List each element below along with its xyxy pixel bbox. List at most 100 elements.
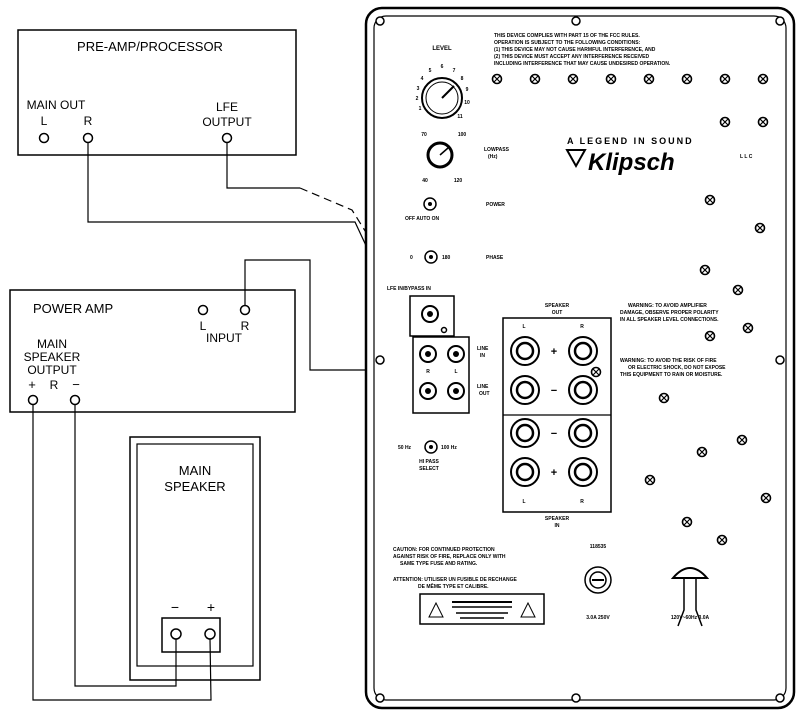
caution-line-3: SAME TYPE FUSE AND RATING.: [400, 561, 478, 567]
screw-slot: [759, 75, 767, 83]
screw-slot: [738, 436, 746, 444]
fcc-line-2: OPERATION IS SUBJECT TO THE FOLLOWING CO…: [494, 40, 641, 46]
preamp-box: [17, 29, 297, 156]
level-dial-5: 5: [429, 68, 432, 74]
speaker-in-r-plus-nut: [573, 462, 593, 482]
preamp-main-out-label: MAIN OUT: [27, 98, 86, 112]
power-amp-l-label: L: [200, 319, 207, 333]
speaker-in-l-minus-nut: [515, 423, 535, 443]
fcc-line-4: (2) THIS DEVICE MUST ACCEPT ANY INTERFER…: [494, 54, 649, 60]
speaker-out-l-minus-post: [510, 375, 540, 405]
preamp-lfe-output-jack: [221, 132, 233, 144]
warning-2-line-2: OR ELECTRIC SHOCK, DO NOT EXPOSE: [628, 365, 726, 371]
mount-hole-top: [571, 16, 581, 26]
wire-lfe-output-solid: [226, 143, 300, 189]
wire-amp-plus-to-speaker-plus: [32, 405, 212, 701]
fuse-rating: 3.0A 250V: [586, 615, 610, 621]
brand-name: Klipsch: [588, 149, 675, 176]
phase-label: PHASE: [486, 255, 504, 261]
model-number: 118535: [590, 544, 607, 550]
lfe-in-jack-pin: [427, 311, 433, 317]
speaker-out-l-plus-nut: [515, 341, 535, 361]
screw-slot: [759, 118, 767, 126]
speaker-in-l-plus-post: [510, 457, 540, 487]
power-amp-r-mid-label: R: [50, 378, 59, 392]
power-amp-output-plus-jack: [27, 394, 39, 406]
wire-amp-minus-to-speaker-minus: [74, 405, 177, 687]
power-modes-label: OFF AUTO ON: [405, 216, 440, 222]
speaker-out-r-minus-nut: [573, 380, 593, 400]
speaker-out-terminals: [510, 336, 598, 405]
screw-slot: [721, 118, 729, 126]
power-amp-output-label-2: SPEAKER: [24, 350, 81, 364]
main-speaker-title-2: SPEAKER: [164, 479, 225, 494]
speaker-in-r-plus-post: [568, 457, 598, 487]
line-out-label-2: OUT: [479, 391, 490, 397]
screw-slot: [607, 75, 615, 83]
power-amp-output-minus-jack: [69, 394, 81, 406]
power-amp-minus-label: −: [72, 377, 80, 392]
screw-slot: [701, 266, 709, 274]
line-in-l-pin: [453, 351, 459, 357]
speaker-in-l-label: L: [522, 499, 525, 505]
screw-slot: [531, 75, 539, 83]
preamp-l-label: L: [41, 114, 48, 128]
power-amp-input-label: INPUT: [206, 331, 243, 345]
level-dial-3: 3: [417, 86, 420, 92]
lfe-in-screw: [440, 326, 448, 334]
fcc-line-1: THIS DEVICE COMPLIES WITH PART 15 OF THE…: [494, 33, 640, 39]
caution-triangle-icon: [428, 601, 444, 618]
power-amp-output-label-3: OUTPUT: [27, 363, 77, 377]
mount-hole-bottom: [571, 693, 581, 703]
mount-hole-left: [375, 355, 385, 365]
lowpass-120: 120: [454, 178, 463, 184]
line-out-label-1: LINE: [477, 384, 489, 390]
level-dial-10: 10: [464, 100, 470, 106]
level-knob-pointer: [441, 85, 455, 99]
power-amp-input-l-jack: [197, 304, 209, 316]
line-in-label-1: LINE: [477, 346, 489, 352]
speaker-in-r-label: R: [580, 499, 584, 505]
main-speaker-inner-panel: [136, 443, 254, 667]
screw-slot: [706, 332, 714, 340]
screw-slot: [493, 75, 501, 83]
screw-slot: [706, 196, 714, 204]
preamp-lfe-output-label: OUTPUT: [202, 115, 252, 129]
screw-slot: [718, 536, 726, 544]
wire-line-out-to-power-amp-input: [244, 259, 416, 371]
brand-tagline: A LEGEND IN SOUND: [567, 136, 694, 146]
fuse-holder-cap: [589, 571, 607, 589]
warning-2-line-3: THIS EQUIPMENT TO RAIN OR MOISTURE.: [620, 372, 723, 378]
phase-180-label: 180: [442, 255, 451, 261]
speaker-out-l-minus-nut: [515, 380, 535, 400]
brand-llc: L L C: [740, 154, 753, 160]
line-out-l-pin: [453, 388, 459, 394]
speaker-in-label-1: SPEAKER: [545, 516, 570, 522]
mount-hole-right: [775, 355, 785, 365]
speaker-in-l-plus-nut: [515, 462, 535, 482]
screw-slot: [592, 368, 600, 376]
screw-slot: [734, 286, 742, 294]
line-in-label-2: IN: [480, 353, 485, 359]
warning-sticker: [419, 593, 545, 625]
level-dial-2: 2: [416, 96, 419, 102]
speaker-in-l-minus-post: [510, 418, 540, 448]
hipass-100-label: 100 Hz: [441, 445, 457, 451]
level-dial-1: 1: [419, 106, 422, 112]
level-dial-6: 6: [441, 64, 444, 70]
level-dial-8: 8: [461, 76, 464, 82]
warning-1-line-3: IN ALL SPEAKER LEVEL CONNECTIONS.: [620, 317, 719, 323]
level-dial-11: 11: [457, 114, 463, 120]
warning-1-line-1: WARNING: TO AVOID AMPLIFIER: [628, 303, 707, 309]
line-out-r-pin: [425, 388, 431, 394]
speaker-out-label-2: OUT: [552, 310, 563, 316]
phase-switch-center: [429, 255, 433, 259]
power-amp-title: POWER AMP: [33, 301, 113, 316]
power-amp-plus-label: +: [28, 377, 36, 392]
lowpass-hz-label: (Hz): [488, 154, 498, 160]
power-amp-input-r-jack: [239, 304, 251, 316]
speaker-out-r-plus-post: [568, 336, 598, 366]
caution-line-2: AGAINST RISK OF FIRE, REPLACE ONLY WITH: [393, 554, 506, 560]
hipass-label-2: SELECT: [419, 466, 439, 472]
line-in-r-pin: [425, 351, 431, 357]
